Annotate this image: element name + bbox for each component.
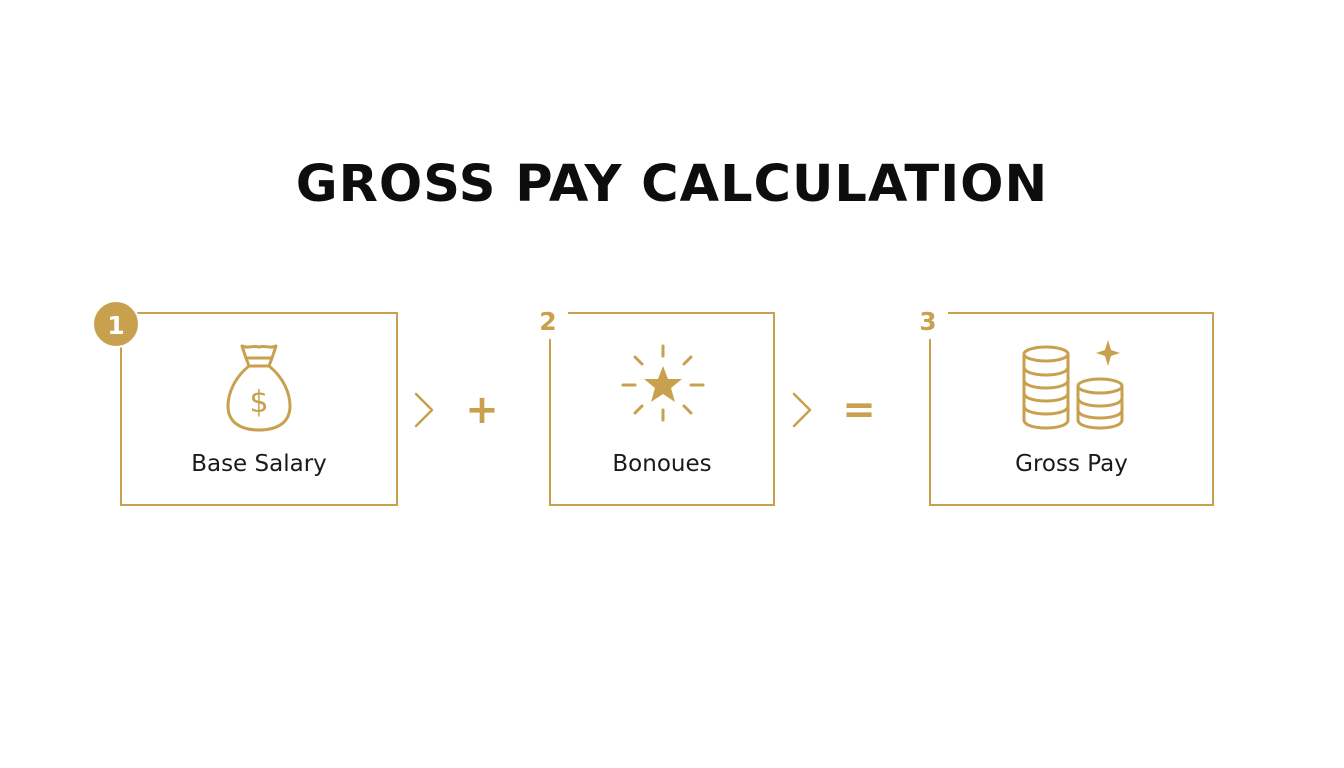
star-burst-icon xyxy=(621,344,705,422)
step-box-gross-pay xyxy=(929,312,1214,506)
equals-operator: = xyxy=(842,387,876,433)
step-number: 2 xyxy=(528,305,568,339)
plus-operator: + xyxy=(465,387,499,433)
step-box-base-salary xyxy=(120,312,398,506)
svg-text:$: $ xyxy=(249,385,268,420)
step-label: Base Salary xyxy=(191,451,327,477)
page-title: GROSS PAY CALCULATION xyxy=(295,155,1049,214)
chevron-right-icon xyxy=(414,392,434,428)
step-number: 3 xyxy=(908,305,948,339)
step-box-bonuses xyxy=(549,312,775,506)
chevron-right-icon xyxy=(792,392,812,428)
money-bag-icon: $ xyxy=(226,344,292,432)
step-number-badge: 1 xyxy=(92,300,140,348)
step-label: Bonoues xyxy=(612,451,712,477)
step-label: Gross Pay xyxy=(1015,451,1128,477)
coin-stacks-icon xyxy=(1022,340,1124,430)
